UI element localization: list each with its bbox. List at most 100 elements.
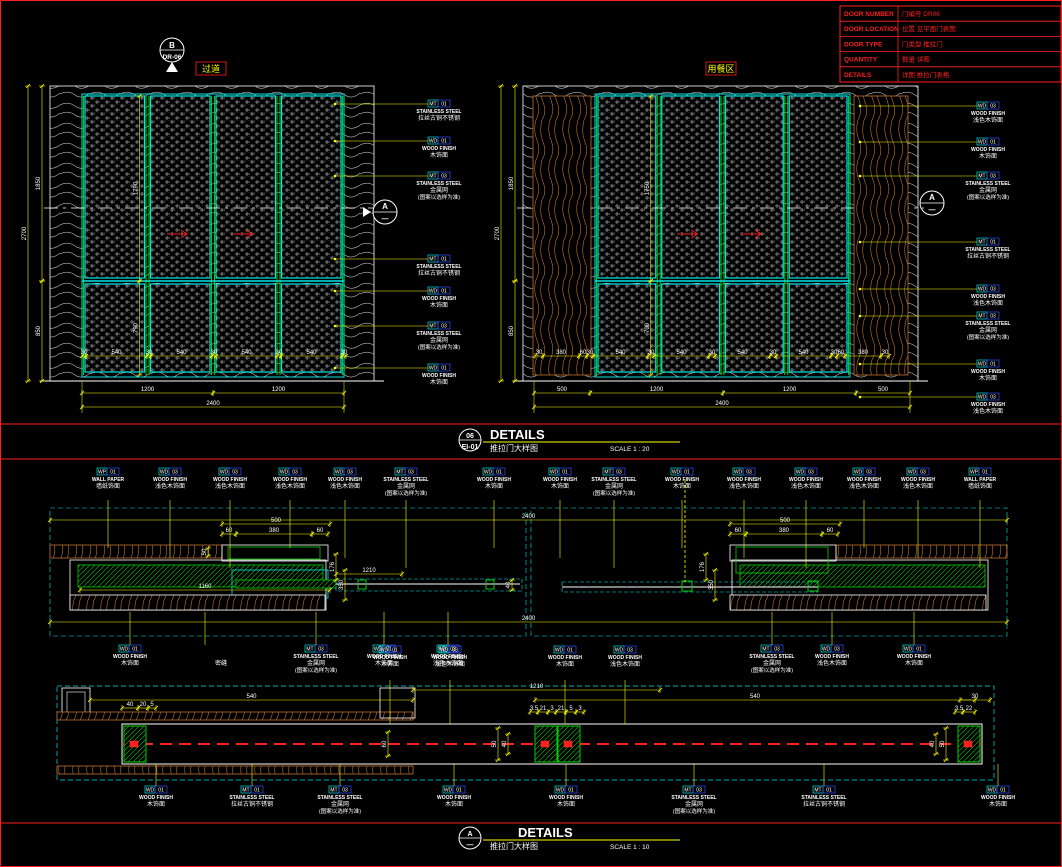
dim-slash xyxy=(209,353,215,359)
callout-number-box xyxy=(916,467,930,476)
detail2-core xyxy=(129,740,139,748)
dim-slash xyxy=(39,278,45,284)
dim-slash xyxy=(343,353,349,359)
dim-label: 380 xyxy=(779,528,790,534)
dim-label: 540 xyxy=(111,350,122,356)
leader-dot xyxy=(858,395,862,399)
callout-number: 03 xyxy=(866,470,872,476)
callout-chinese: 木饰面 xyxy=(445,800,463,808)
dim-slash xyxy=(25,378,31,384)
dim-slash xyxy=(39,378,45,384)
dim-slash xyxy=(972,709,978,715)
callout-chinese: 木饰面 xyxy=(556,660,574,668)
callout-number: 01 xyxy=(990,140,996,146)
callout-number: 01 xyxy=(1000,788,1006,794)
callout-code: WD xyxy=(550,470,559,476)
callout-chinese: 木饰面 xyxy=(557,800,575,808)
detail-circle-bottom: EI-01 xyxy=(462,444,479,451)
callout-number-box xyxy=(128,644,142,653)
callout-number-box xyxy=(314,644,328,653)
dim-label: 500 xyxy=(557,387,568,393)
callout-english: STAINLESS STEEL xyxy=(965,181,1010,187)
dim-label: 60 xyxy=(827,528,834,534)
callout-chinese: 金属网 xyxy=(605,482,623,490)
callout-number: 03 xyxy=(696,788,702,794)
plan-side-top-left xyxy=(221,544,329,562)
leader-dot xyxy=(333,366,337,370)
dim-slash xyxy=(1004,517,1010,523)
dim-label: 22 xyxy=(966,706,973,712)
callout-code: WD xyxy=(380,648,389,654)
dim-label: 21 xyxy=(540,706,547,712)
dim-label: 30 xyxy=(648,350,655,356)
dim-slash xyxy=(333,577,339,583)
dim-slash xyxy=(153,705,159,711)
leader-dot xyxy=(333,102,337,106)
door-frame xyxy=(594,93,851,378)
callout-number-box xyxy=(437,254,451,263)
dim-label: 1850 xyxy=(36,176,42,190)
callout-english: STAINLESS STEEL xyxy=(965,321,1010,327)
dim-slash xyxy=(987,697,993,703)
callout-code: WD xyxy=(822,647,831,653)
callout-number: 03 xyxy=(990,395,996,401)
dim-slash xyxy=(703,577,709,583)
dim-slash xyxy=(79,353,85,359)
callout-chinese: 浅色木饰面 xyxy=(849,482,879,490)
dim-slash xyxy=(512,278,518,284)
callout-number: 01 xyxy=(441,139,447,145)
callout-number: 01 xyxy=(441,366,447,372)
dim-slash xyxy=(584,353,590,359)
callout-number-box xyxy=(978,467,992,476)
dim-slash xyxy=(39,83,45,89)
detail-circle-top: A xyxy=(467,831,472,838)
dim-label: 40 xyxy=(506,581,512,588)
dim-slash xyxy=(509,577,515,583)
dim-label: 2400 xyxy=(522,616,536,622)
callout-number: 01 xyxy=(562,470,568,476)
callout-chinese: 木饰面 xyxy=(147,800,165,808)
plan-wall xyxy=(49,544,223,559)
callout-code: WP xyxy=(970,470,979,476)
callout-code: MT xyxy=(429,174,436,180)
callout-english: STAINLESS STEEL xyxy=(965,247,1010,253)
callout-chinese: 木饰面 xyxy=(381,660,399,668)
dim-slash xyxy=(532,697,538,703)
dim-slash xyxy=(706,353,712,359)
callout-english: WOOD FINISH xyxy=(971,369,1005,375)
callout-number-box xyxy=(564,785,578,794)
dim-slash xyxy=(135,705,141,711)
dim-slash xyxy=(648,93,654,99)
plan-stile xyxy=(681,580,693,592)
plan-outline-left xyxy=(49,507,527,637)
callout-note: (图案以选样为准) xyxy=(295,666,337,674)
callout-number-box xyxy=(154,785,168,794)
callout-number: 03 xyxy=(408,470,414,476)
dim-slash xyxy=(657,687,663,693)
dim-slash xyxy=(342,567,348,573)
callout-english: WOOD FINISH xyxy=(139,795,173,801)
title-row-value: 门编号 DR06 xyxy=(902,9,940,18)
callout-chinese: 浅色木饰面 xyxy=(973,299,1003,307)
dim-label: 1210 xyxy=(362,568,376,574)
callout-code: MT xyxy=(396,470,403,476)
callout-code: WP xyxy=(98,470,107,476)
callout-english: WOOD FINISH xyxy=(727,477,761,483)
dim-slash xyxy=(545,709,551,715)
callout-english: WOOD FINISH xyxy=(608,655,642,661)
callout-number: 03 xyxy=(441,174,447,180)
detail2-upper-wood xyxy=(56,711,414,721)
detail2-post-inner xyxy=(66,691,86,715)
callout-chinese: 木饰面 xyxy=(989,800,1007,808)
